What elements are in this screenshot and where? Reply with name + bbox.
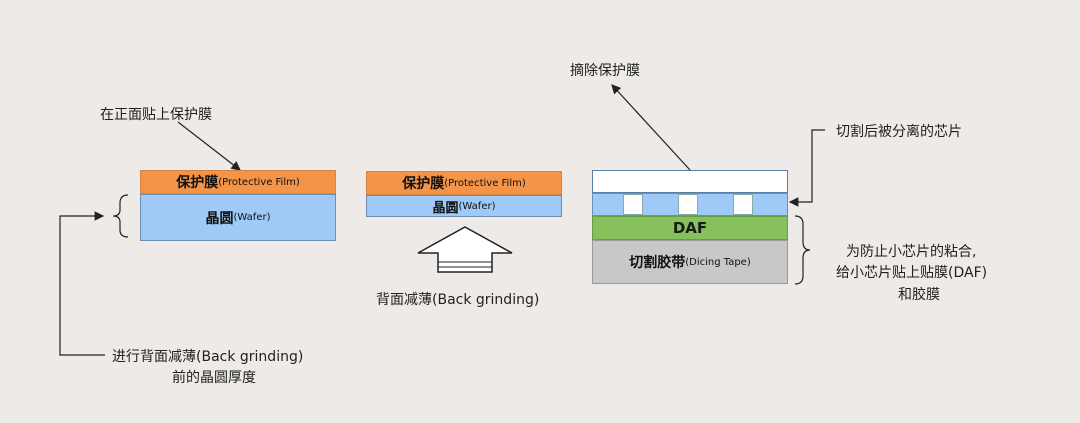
film-label-sub: (Protective Film) (218, 176, 300, 188)
tape-label-main: 切割胶带 (629, 255, 686, 271)
diced-chips-layer (592, 193, 788, 216)
dicing-gap (733, 194, 753, 215)
back-grinding-label: 背面减薄(Back grinding) (376, 292, 540, 308)
separated-chips-label: 切割后被分离的芯片 (836, 124, 962, 140)
wafer-label-main: 晶圆 (432, 200, 459, 216)
thickness-label-line1: 进行背面减薄(Back grinding) (112, 349, 304, 365)
film-label-main: 保护膜 (402, 176, 445, 192)
film-label-main: 保护膜 (176, 175, 219, 191)
thickness-leader-line (59, 211, 105, 356)
daf-label: DAF (672, 219, 708, 237)
wafer-thickness-bracket (112, 194, 129, 238)
remove-film-arrow (611, 84, 691, 171)
dicing-gap (623, 194, 643, 215)
removed-film-outline (592, 170, 788, 193)
wafer-label-sub: (Wafer) (458, 200, 496, 212)
separated-chips-leader (788, 129, 825, 207)
daf-note-line3: 和胶膜 (898, 287, 940, 303)
left-wafer-layer: 晶圆(Wafer) (140, 194, 336, 241)
middle-wafer-layer: 晶圆(Wafer) (366, 195, 562, 217)
daf-bracket (794, 215, 811, 285)
wafer-label-sub: (Wafer) (233, 212, 271, 223)
remove-film-label: 摘除保护膜 (570, 63, 640, 79)
daf-note-line1: 为防止小芯片的粘合, (846, 244, 977, 260)
dicing-tape-layer: 切割胶带(Dicing Tape) (592, 240, 788, 284)
tape-label-sub: (Dicing Tape) (685, 256, 751, 268)
middle-protective-film-layer: 保护膜(Protective Film) (366, 171, 562, 195)
thickness-label-line2: 前的晶圆厚度 (172, 370, 256, 386)
left-protective-film-layer: 保护膜(Protective Film) (140, 170, 336, 194)
apply-film-label: 在正面贴上保护膜 (100, 107, 212, 123)
daf-note-line2: 给小芯片贴上贴膜(DAF) (836, 265, 988, 281)
daf-layer: DAF (592, 216, 788, 240)
film-label-sub: (Protective Film) (444, 177, 526, 189)
wafer-label-main: 晶圆 (205, 210, 234, 227)
back-grinding-arrow-icon (417, 226, 513, 273)
apply-film-arrow (177, 121, 241, 171)
dicing-gap (678, 194, 698, 215)
